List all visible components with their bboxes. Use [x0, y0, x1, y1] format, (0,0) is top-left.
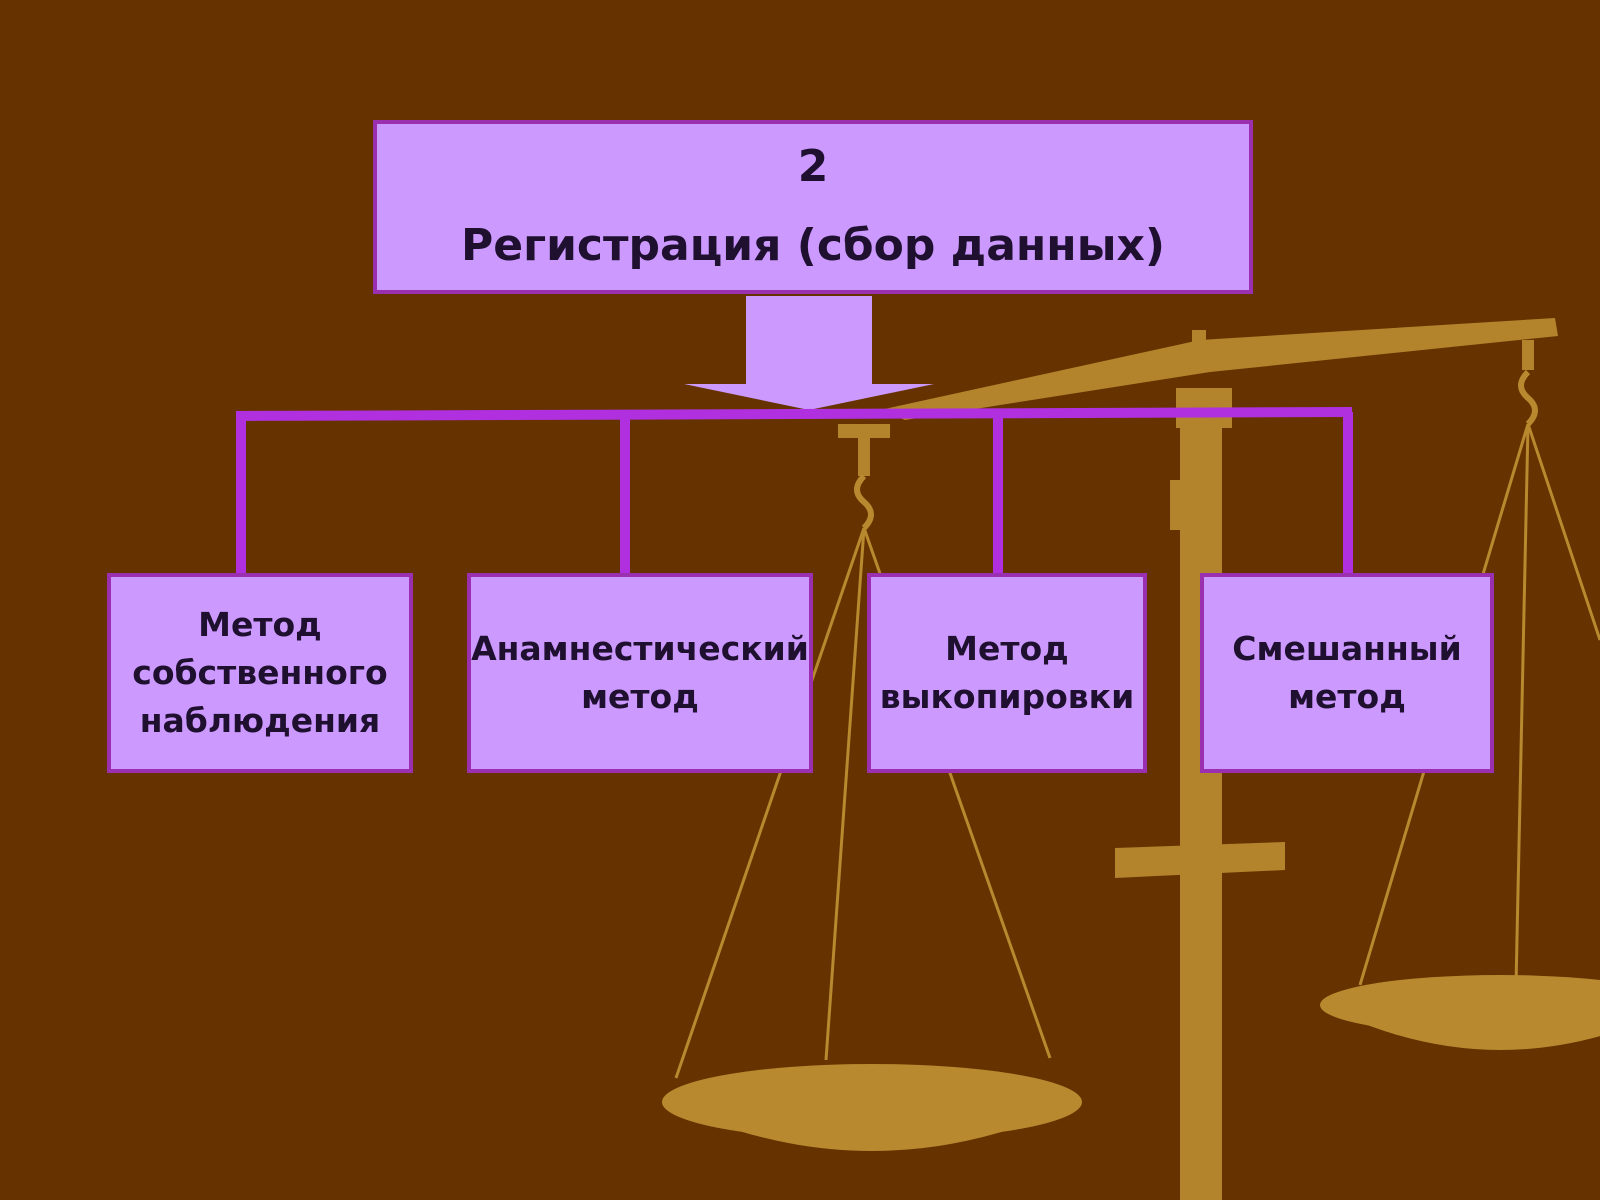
- root-node: 2 Регистрация (сбор данных): [373, 120, 1253, 294]
- child-node-mixed: Смешанный метод: [1200, 573, 1494, 773]
- root-title: Регистрация (сбор данных): [461, 220, 1165, 271]
- child-label: Метод выкопировки: [879, 629, 1135, 716]
- child-node-own-observation: Метод собственного наблюдения: [107, 573, 413, 773]
- child-label: Метод собственного наблюдения: [132, 605, 388, 740]
- child-label: Анамнестический метод: [471, 629, 809, 716]
- connector-lines: [235, 296, 1353, 577]
- child-node-copying: Метод выкопировки: [867, 573, 1147, 773]
- root-number: 2: [797, 141, 829, 193]
- child-node-anamnestic: Анамнестический метод: [467, 573, 813, 773]
- child-label: Смешанный метод: [1232, 629, 1462, 716]
